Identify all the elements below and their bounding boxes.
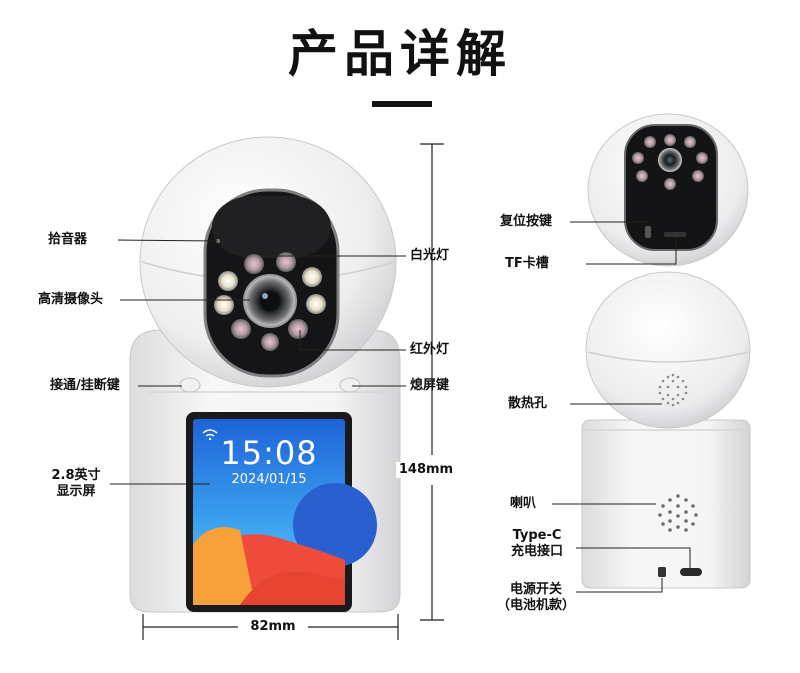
screen-clock: 15:08 — [220, 434, 318, 472]
label-typec-line1: Type-C — [512, 528, 562, 543]
label-ir-light: 红外灯 — [410, 342, 450, 357]
label-tf-slot: TF卡槽 — [505, 256, 549, 271]
label-screen-size-line1: 2.8英寸 — [51, 468, 101, 483]
label-white-light: 白光灯 — [410, 248, 450, 263]
screen-date: 2024/01/15 — [231, 472, 307, 487]
dimension-width: 82mm — [250, 619, 296, 634]
label-vent: 散热孔 — [508, 396, 548, 411]
label-screen-size: 2.8英寸 显示屏 — [44, 468, 108, 500]
label-power-switch-line2: （电池机款） — [496, 598, 575, 613]
label-call-key: 接通/挂断键 — [50, 378, 120, 393]
page-title: 产品详解 — [288, 25, 512, 83]
label-speaker: 喇叭 — [510, 496, 537, 511]
label-screen-off-key: 熄屏键 — [410, 378, 450, 393]
label-power-switch: 电源开关 （电池机款） — [486, 582, 586, 614]
label-power-switch-line1: 电源开关 — [509, 582, 562, 597]
dimension-height: 148mm — [396, 462, 456, 478]
label-screen-size-line2: 显示屏 — [56, 484, 96, 499]
label-microphone: 拾音器 — [48, 232, 88, 247]
label-hd-camera: 高清摄像头 — [38, 292, 104, 307]
label-typec-line2: 充电接口 — [510, 544, 563, 559]
label-typec: Type-C 充电接口 — [498, 528, 576, 560]
label-reset-key: 复位按键 — [500, 214, 553, 229]
title-underline — [372, 101, 432, 107]
